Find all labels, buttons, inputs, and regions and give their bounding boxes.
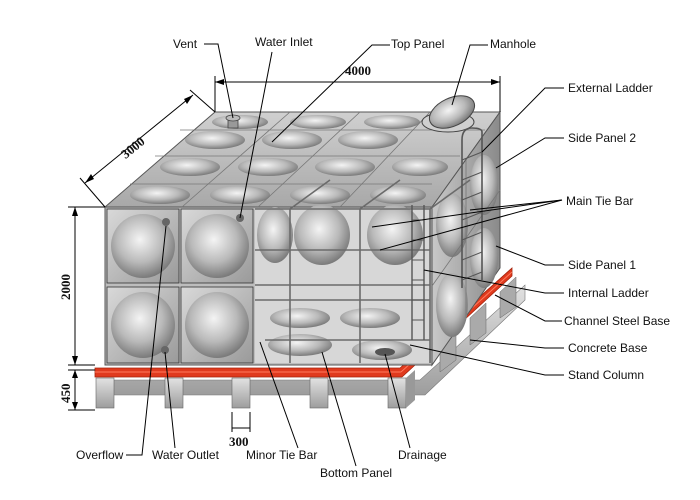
callout-labels: Vent Water Inlet Top Panel Manhole Exter… (76, 35, 670, 480)
label-top-panel: Top Panel (391, 37, 444, 51)
dim-length: 4000 (345, 63, 371, 78)
concrete-base (95, 276, 526, 409)
label-overflow: Overflow (76, 448, 124, 462)
dim-height: 2000 (58, 274, 73, 300)
leader-lines (126, 43, 564, 467)
label-external-ladder: External Ladder (568, 81, 653, 95)
label-manhole: Manhole (490, 37, 536, 51)
label-channel-steel-base: Channel Steel Base (564, 314, 670, 328)
front-panels (106, 208, 254, 364)
label-side-panel-1: Side Panel 1 (568, 258, 636, 272)
label-water-inlet: Water Inlet (255, 35, 313, 49)
dim-base-spacing: 300 (229, 434, 249, 449)
label-vent: Vent (173, 37, 198, 51)
label-bottom-panel: Bottom Panel (320, 466, 392, 480)
manhole (421, 95, 476, 133)
external-ladder (461, 127, 483, 288)
stand-columns (95, 276, 517, 409)
label-concrete-base: Concrete Base (568, 341, 648, 355)
top-panels (130, 111, 485, 208)
label-stand-column: Stand Column (568, 368, 644, 382)
label-side-panel-2: Side Panel 2 (568, 131, 636, 145)
dim-base-height: 450 (58, 384, 73, 404)
label-drainage: Drainage (398, 448, 447, 462)
label-internal-ladder: Internal Ladder (568, 286, 649, 300)
label-main-tie-bar: Main Tie Bar (566, 194, 633, 208)
label-water-outlet: Water Outlet (152, 448, 220, 462)
dim-width: 3000 (118, 134, 148, 162)
dimension-lines: 4000 3000 2000 450 300 (58, 63, 501, 449)
side-panels (431, 155, 501, 337)
overflow-fitting (162, 218, 170, 226)
label-minor-tie-bar: Minor Tie Bar (246, 448, 317, 462)
water-outlet-fitting (161, 346, 169, 354)
